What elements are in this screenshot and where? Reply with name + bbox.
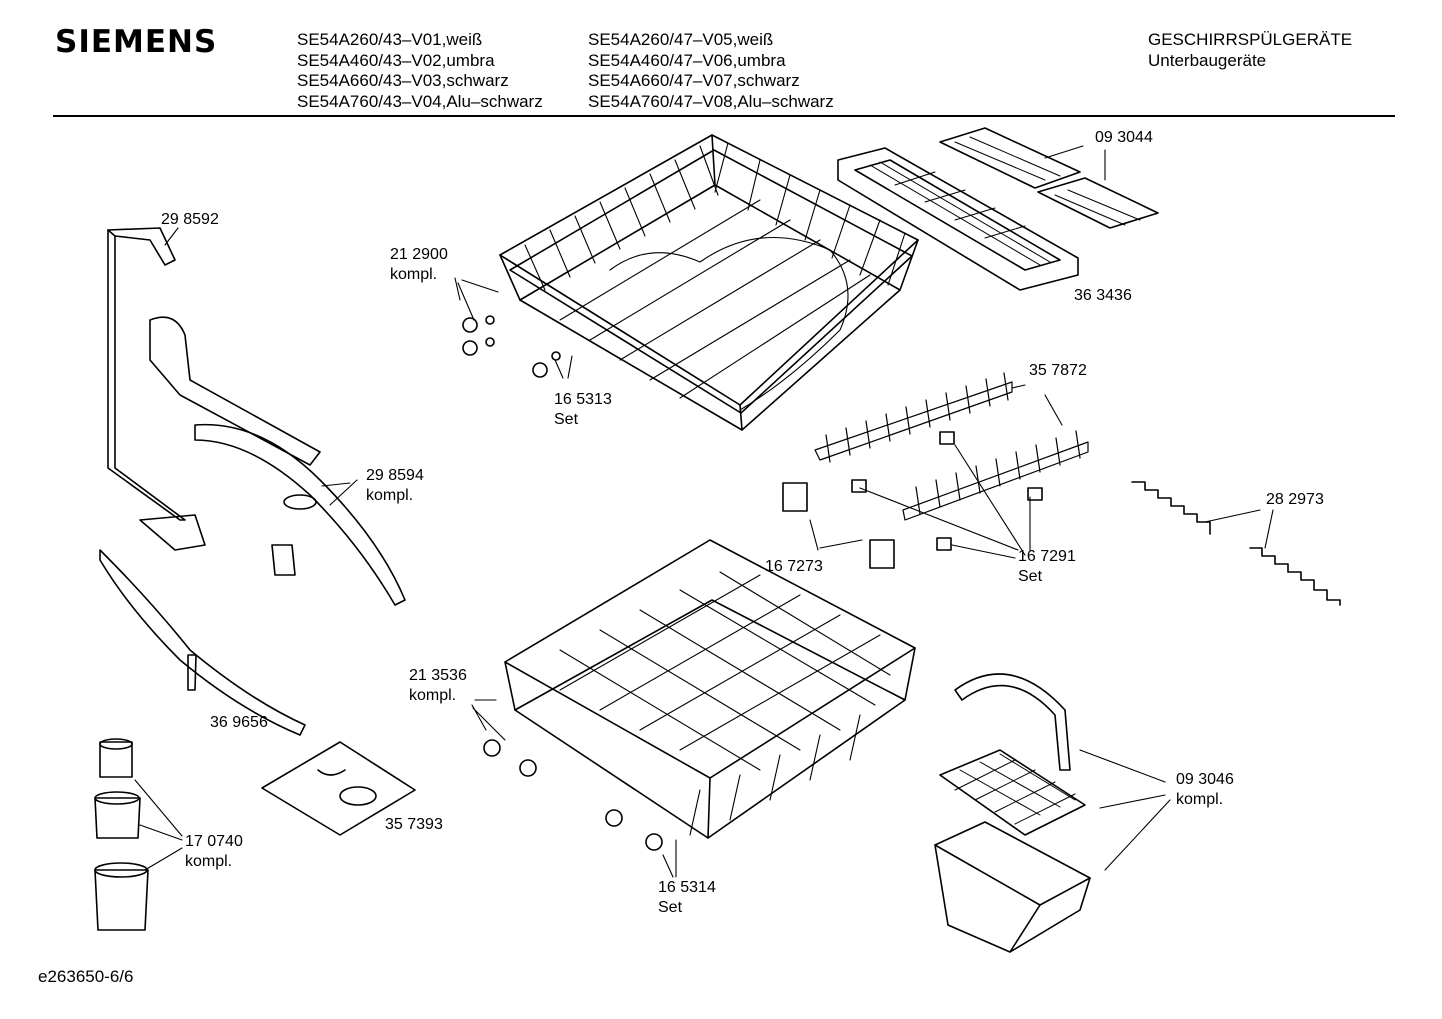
upper-spray-arm-drawing xyxy=(194,423,406,606)
model-line: SE54A460/43–V02,umbra xyxy=(297,50,495,70)
part-number: 16 5313 xyxy=(554,391,612,408)
category-title: GESCHIRRSPÜLGERÄTE xyxy=(1148,30,1353,49)
part-label-093046: 09 3046 kompl. xyxy=(1176,770,1234,810)
model-line: SE54A660/47–V07,schwarz xyxy=(588,71,800,90)
part-number: 21 2900 xyxy=(390,246,448,263)
lower-rollers-drawing xyxy=(483,739,663,851)
lower-basket-drawing xyxy=(504,539,916,839)
clips-drawing xyxy=(782,431,1043,569)
part-label-298592: 29 8592 xyxy=(161,211,219,228)
part-label-357393: 35 7393 xyxy=(385,816,443,833)
stepped-rails-drawing xyxy=(1131,481,1341,606)
model-line: SE54A460/47–V06,umbra xyxy=(588,50,786,70)
model-line: SE54A760/43–V04,Alu–schwarz xyxy=(297,91,543,111)
part-number: 09 3046 xyxy=(1176,771,1234,788)
part-label-369656: 36 9656 xyxy=(210,714,268,731)
part-label-165314: 16 5314 Set xyxy=(658,878,716,918)
filter-plate-drawing xyxy=(261,741,416,836)
leader-lines xyxy=(134,145,1274,878)
part-label-212900: 21 2900 kompl. xyxy=(390,245,448,285)
model-line: SE54A260/47–V05,weiß xyxy=(588,30,774,49)
category-block: GESCHIRRSPÜLGERÄTE Unterbaugeräte xyxy=(1148,30,1352,71)
part-label-167291: 16 7291 Set xyxy=(1018,547,1076,587)
upper-rollers-drawing xyxy=(462,315,561,378)
tine-racks-drawing xyxy=(837,127,1159,291)
part-label-093044: 09 3044 xyxy=(1095,129,1153,146)
part-number: 17 0740 xyxy=(185,833,243,850)
model-line: SE54A260/43–V01,weiß xyxy=(297,30,483,49)
part-note: Set xyxy=(1018,568,1043,585)
part-label-357872: 35 7872 xyxy=(1029,362,1087,379)
model-list-col2: SE54A260/47–V05,weiß SE54A460/47–V06,umb… xyxy=(588,30,834,112)
lower-spray-arm-drawing xyxy=(99,549,306,736)
brand-logo: SIEMENS xyxy=(55,24,218,60)
part-label-298594: 29 8594 kompl. xyxy=(366,466,424,506)
spray-pipe-drawing xyxy=(107,227,321,551)
part-note: kompl. xyxy=(185,853,233,870)
part-label-363436: 36 3436 xyxy=(1074,287,1132,304)
part-label-282973: 28 2973 xyxy=(1266,491,1324,508)
part-note: kompl. xyxy=(366,487,414,504)
part-label-165313: 16 5313 Set xyxy=(554,390,612,430)
document-id: e263650-6/6 xyxy=(38,967,134,986)
filters-drawing xyxy=(94,738,149,931)
part-number: 29 8594 xyxy=(366,467,424,484)
part-note: Set xyxy=(554,411,579,428)
header-divider xyxy=(53,115,1395,117)
upper-basket-drawing xyxy=(499,134,919,431)
model-line: SE54A760/47–V08,Alu–schwarz xyxy=(588,91,834,111)
cutlery-basket-drawing xyxy=(934,673,1091,953)
model-line: SE54A660/43–V03,schwarz xyxy=(297,71,509,90)
part-number: 16 7291 xyxy=(1018,548,1076,565)
part-number: 21 3536 xyxy=(409,667,467,684)
part-label-167273: 16 7273 xyxy=(765,558,823,575)
model-list-col1: SE54A260/43–V01,weiß SE54A460/43–V02,umb… xyxy=(297,30,543,112)
part-label-213536: 21 3536 kompl. xyxy=(409,666,467,706)
part-note: kompl. xyxy=(1176,791,1224,808)
category-subtitle: Unterbaugeräte xyxy=(1148,50,1267,70)
part-note: Set xyxy=(658,899,683,916)
tine-rows-drawing xyxy=(814,372,1089,521)
part-note: kompl. xyxy=(409,687,457,704)
part-label-170740: 17 0740 kompl. xyxy=(185,832,243,872)
part-note: kompl. xyxy=(390,266,438,283)
part-number: 16 5314 xyxy=(658,879,716,896)
